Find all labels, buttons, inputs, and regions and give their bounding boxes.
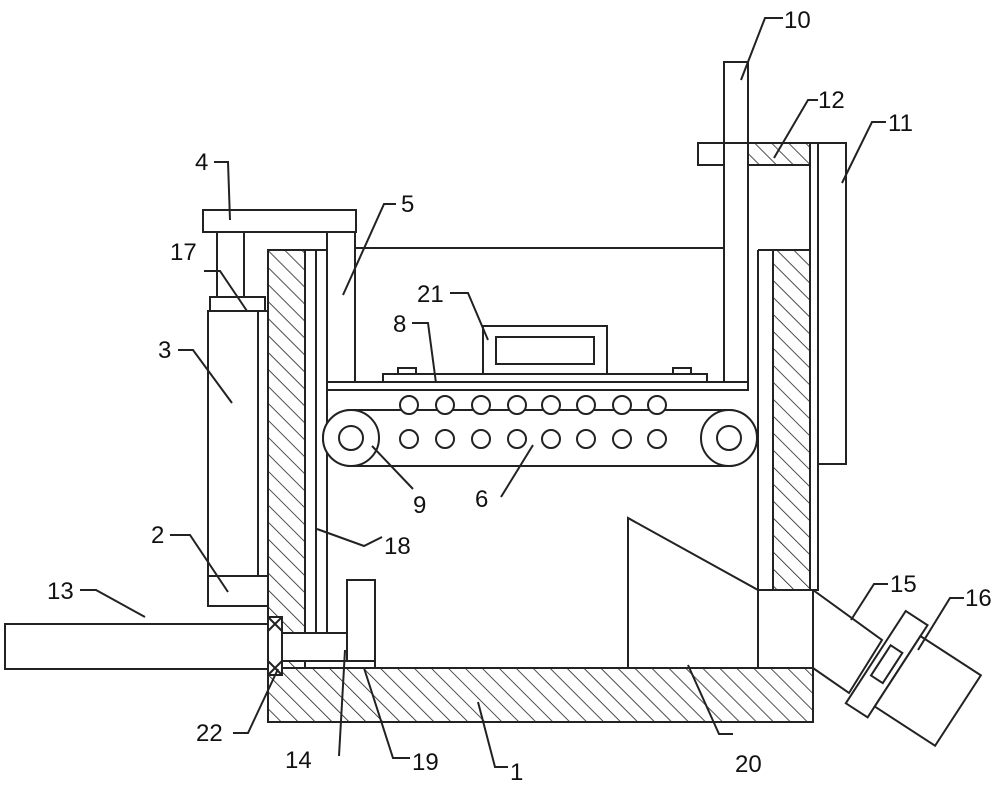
left-wall [267, 249, 306, 669]
label-13: 13 [47, 578, 74, 605]
label-2: 2 [151, 522, 164, 549]
seal-ring [267, 616, 283, 676]
conveyor-belt [322, 409, 758, 467]
label-14: 14 [285, 747, 312, 774]
cylinder-base [207, 575, 269, 607]
label-15: 15 [890, 571, 917, 598]
conveyor-plate [326, 381, 749, 391]
label-10: 10 [784, 7, 811, 34]
label-8: 8 [393, 311, 406, 338]
label-1: 1 [510, 759, 523, 786]
side-rod [4, 623, 269, 670]
base-plate [267, 667, 814, 723]
piston-head [209, 296, 266, 312]
label-16: 16 [965, 585, 992, 612]
part-labels: 1 2 3 4 5 6 8 9 10 11 12 13 14 15 16 17 … [47, 7, 992, 786]
slide-foot [304, 660, 376, 669]
collecting-chute [627, 516, 759, 669]
label-6: 6 [475, 486, 488, 513]
label-17: 17 [170, 239, 197, 266]
label-3: 3 [158, 337, 171, 364]
label-11: 11 [888, 110, 913, 137]
top-block-left [697, 142, 725, 166]
label-5: 5 [401, 191, 414, 218]
display-screen [495, 336, 595, 365]
right-wall [772, 249, 811, 591]
top-block [747, 142, 811, 166]
label-18: 18 [384, 533, 411, 560]
label-4: 4 [195, 149, 208, 176]
push-rod [281, 632, 348, 662]
label-12: 12 [818, 87, 845, 114]
scraper-block [346, 579, 376, 669]
lifting-rod [723, 61, 749, 383]
top-cap [202, 209, 357, 233]
roller-right [700, 409, 758, 467]
label-22: 22 [196, 720, 223, 747]
side-plate [817, 142, 847, 465]
label-19: 19 [412, 749, 439, 776]
right-outer-wall [809, 142, 819, 591]
label-9: 9 [413, 492, 426, 519]
roller-left [322, 409, 380, 467]
conveyor-top [382, 373, 708, 383]
vertical-post [326, 231, 356, 383]
outlet-valve [844, 609, 983, 748]
belt-holes [399, 395, 667, 449]
label-20: 20 [735, 751, 762, 778]
leader-lines [80, 17, 964, 768]
label-21: 21 [417, 281, 444, 308]
cylinder-body [207, 310, 259, 577]
